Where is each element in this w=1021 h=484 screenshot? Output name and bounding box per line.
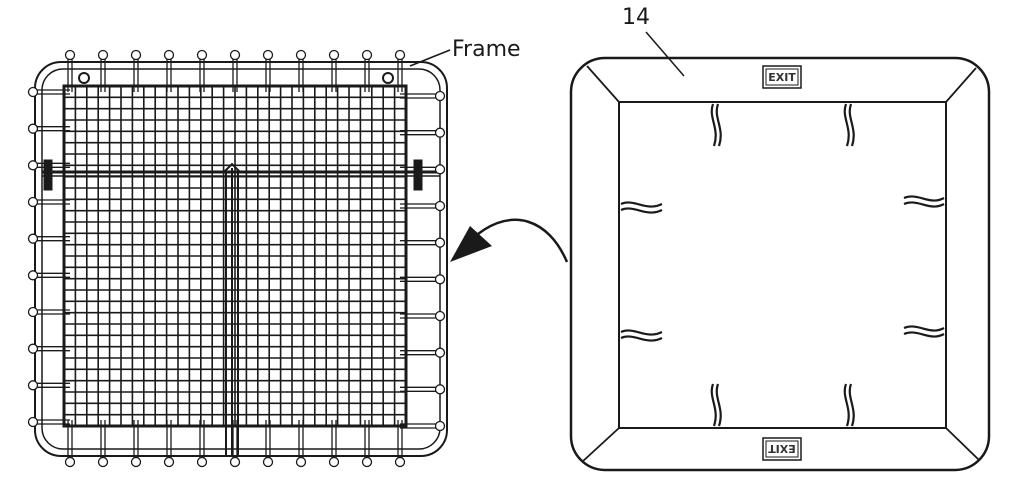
placement-arrow-curve <box>477 218 569 263</box>
spring <box>361 49 373 92</box>
spring <box>27 86 70 98</box>
spring <box>229 420 241 468</box>
spring <box>400 347 446 358</box>
svg-text:EXIT: EXIT <box>768 71 796 84</box>
strap-bottom-1 <box>710 383 717 427</box>
part-number-leader <box>645 31 685 77</box>
strap-top-1 <box>710 103 717 147</box>
frame-outer <box>34 61 448 457</box>
spring <box>163 420 175 468</box>
cover-corner-tl <box>586 65 620 103</box>
spring <box>400 164 446 175</box>
spring <box>27 233 70 244</box>
spring <box>400 384 446 395</box>
frame-center-cap <box>223 162 241 173</box>
spring <box>400 237 446 248</box>
spring <box>262 420 274 468</box>
spring <box>400 420 446 432</box>
strap-right-1 <box>903 195 945 202</box>
trampoline-top-view <box>27 49 448 468</box>
spring <box>394 49 406 92</box>
spring <box>27 196 70 208</box>
cover-inner <box>618 101 947 429</box>
spring <box>27 343 70 354</box>
spring <box>27 380 70 391</box>
mat-mesh <box>64 86 406 426</box>
spring <box>229 49 241 92</box>
spring <box>328 49 340 92</box>
spring <box>64 49 76 92</box>
spring <box>27 123 70 134</box>
spring <box>295 49 307 92</box>
spring <box>64 420 76 468</box>
spring <box>400 127 446 138</box>
spring <box>262 49 274 92</box>
cover-corner-br <box>945 427 980 461</box>
cover-corner-bl <box>581 427 620 463</box>
corner-bolt-tr <box>382 72 394 84</box>
spring <box>361 420 373 468</box>
placement-arrowhead <box>450 226 492 262</box>
frame-leader-line <box>409 49 451 67</box>
right-bracket <box>413 159 423 191</box>
strap-right-2 <box>903 325 945 332</box>
spring <box>27 270 70 281</box>
strap-left-2 <box>620 329 663 336</box>
strap-top-2 <box>843 103 850 147</box>
strap-left-1 <box>620 201 663 208</box>
cover-corner-tr <box>945 67 977 103</box>
strap-bottom-2 <box>843 383 850 427</box>
spring <box>196 420 208 468</box>
spring <box>130 49 142 92</box>
cover-outer <box>569 56 991 472</box>
spring <box>97 420 109 468</box>
spring <box>328 420 340 468</box>
spring <box>394 420 406 468</box>
spring <box>130 420 142 468</box>
cover-logo-top: EXIT <box>762 65 802 89</box>
spring <box>27 416 70 428</box>
corner-bolt-tl <box>78 72 90 84</box>
spring <box>27 160 70 171</box>
spring <box>163 49 175 92</box>
spring <box>97 49 109 92</box>
springs <box>27 49 446 468</box>
part-number-label: 14 <box>622 5 650 30</box>
frame-label: Frame <box>452 37 521 62</box>
svg-text:EXIT: EXIT <box>768 442 796 455</box>
frame-inner <box>41 68 441 450</box>
spring <box>27 306 70 318</box>
spring <box>400 274 446 285</box>
spring <box>400 310 446 322</box>
spring <box>400 200 446 212</box>
spring <box>196 49 208 92</box>
spring <box>295 420 307 468</box>
left-bracket <box>43 159 53 191</box>
spring <box>400 90 446 102</box>
frame-pad-cover: EXIT EXIT <box>569 56 991 472</box>
cover-logo-bottom: EXIT <box>762 437 802 461</box>
tie-straps <box>620 103 945 427</box>
